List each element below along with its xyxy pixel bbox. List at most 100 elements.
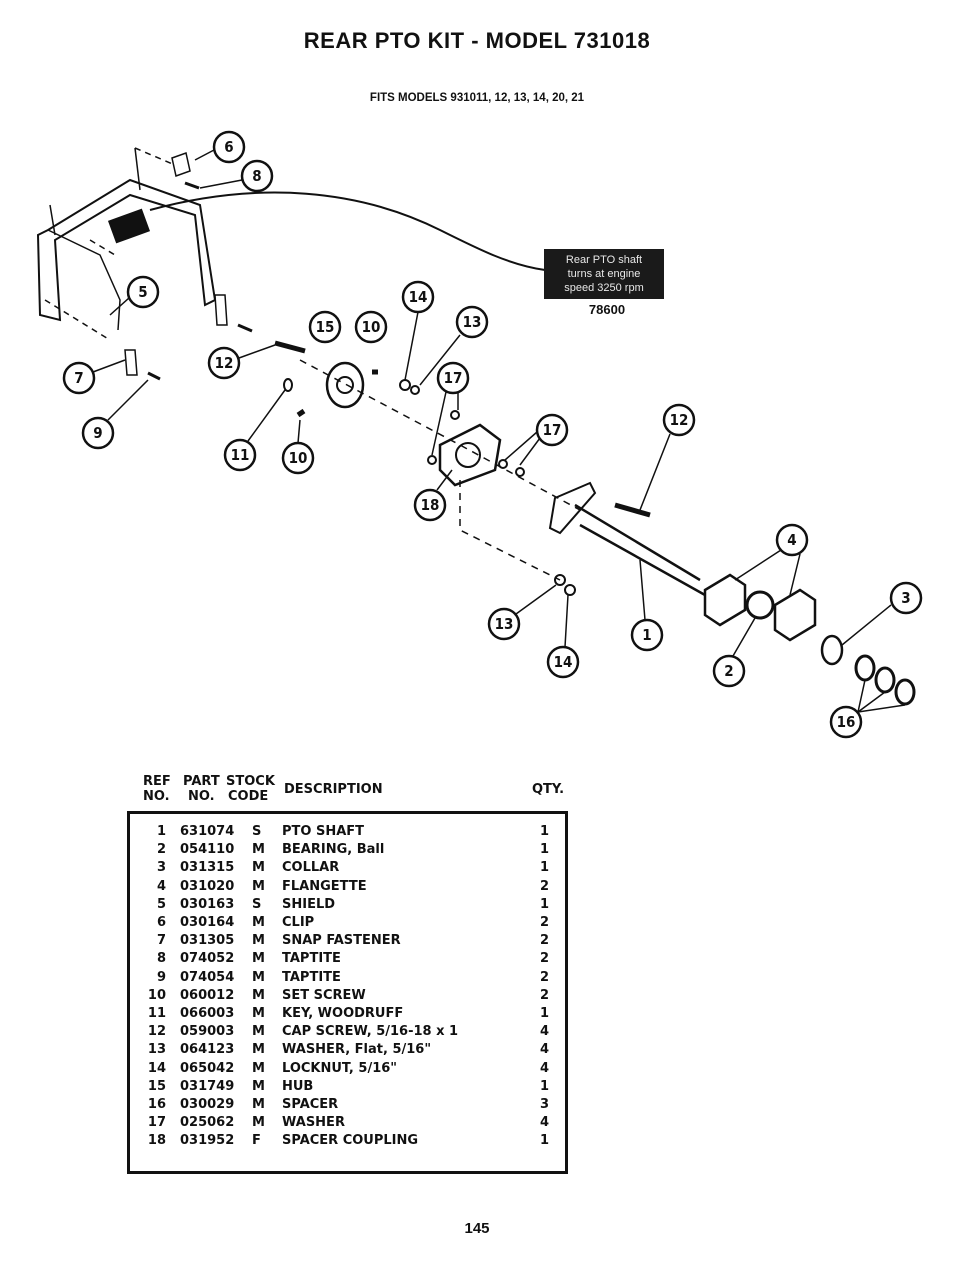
qty-cell: 2 [540,915,550,930]
code-cell: M [252,987,265,1003]
callout-18: 18 [421,496,440,514]
ref-cell: 3 [156,860,166,876]
description-cell: SPACER [282,1097,339,1112]
description-cell: HUB [282,1078,314,1094]
qty-cell: 4 [540,1060,550,1076]
ref-cell: 17 [147,1115,166,1131]
page-title: REAR PTO KIT - MODEL 731018 [303,28,651,53]
part-cell: 060012 [180,987,235,1003]
spacer-coupling-part [438,423,502,487]
hub-part [325,361,365,409]
description-cell: TAPTITE [282,969,341,985]
page-number: 145 [464,1220,490,1237]
qty-cell: 1 [540,896,550,912]
description-cell: SET SCREW [282,987,366,1003]
qty-cell: 2 [540,878,550,894]
code-cell: M [252,915,265,930]
callout-1: 1 [642,626,651,644]
callout-10b: 10 [362,318,381,336]
ref-cell: 2 [156,842,166,858]
exploded-parts-diagram: 6 8 5 7 9 12 11 10 15 10 14 13 17 17 18 … [36,130,923,739]
table-row: 10 060012 M SET SCREW 2 [130,988,565,1006]
qty-cell: 4 [540,1042,550,1058]
part-cell: 065042 [180,1060,235,1076]
code-cell: M [252,951,265,967]
description-cell: BEARING, Ball [282,842,385,858]
part-cell: 631074 [180,824,235,839]
flangette-part [703,573,747,627]
part-cell: 031952 [180,1133,235,1149]
decal-label: Rear PTO shaft turns at engine speed 325… [544,249,664,317]
header-description: DESCRIPTION [284,782,383,797]
callout-17b: 17 [543,421,562,439]
callout-17: 17 [444,369,463,387]
qty-cell: 2 [540,987,550,1003]
part-cell: 066003 [180,1006,235,1021]
callout-7: 7 [74,369,83,387]
decal-line-2: turns at engine [568,268,641,280]
code-cell: M [252,1115,265,1131]
code-cell: M [252,1042,265,1058]
callout-16: 16 [837,713,856,731]
callout-12b: 12 [670,411,689,429]
ref-cell: 10 [147,987,166,1003]
code-cell: M [252,1097,265,1112]
callout-group [62,130,923,739]
description-cell: SHIELD [282,896,336,912]
code-cell: M [252,842,265,858]
qty-cell: 1 [540,860,550,876]
part-cell: 059003 [180,1024,235,1040]
qty-cell: 2 [540,951,550,967]
part-cell: 030164 [180,915,235,930]
part-cell: 031315 [180,860,235,876]
ref-cell: 8 [156,951,166,967]
ref-cell: 4 [156,878,166,894]
callout-15: 15 [316,318,335,336]
ref-cell: 6 [156,915,166,930]
part-cell: 025062 [180,1115,235,1131]
callout-6: 6 [224,138,233,156]
part-cell: 074052 [180,951,235,967]
ref-cell: 11 [147,1006,166,1021]
ref-cell: 1 [156,824,166,839]
callout-4: 4 [787,531,796,549]
ref-cell: 16 [147,1097,166,1112]
description-cell: CAP SCREW, 5/16-18 x 1 [282,1024,459,1040]
qty-cell: 1 [540,1133,550,1149]
ref-cell: 9 [156,969,166,985]
callout-9: 9 [93,424,102,442]
description-cell: COLLAR [282,860,340,876]
callout-13: 13 [463,313,482,331]
part-cell: 074054 [180,969,235,985]
qty-cell: 4 [540,1024,550,1040]
ref-cell: 18 [147,1133,166,1149]
ref-cell: 13 [147,1042,166,1058]
callout-8: 8 [252,167,261,185]
code-cell: S [252,824,262,839]
description-cell: WASHER [282,1115,345,1131]
code-cell: M [252,1006,265,1021]
code-cell: M [252,933,265,949]
code-cell: M [252,1078,265,1094]
description-cell: CLIP [282,915,315,930]
part-cell: 031305 [180,933,235,949]
flangette-part-2 [773,588,817,642]
decal-part-number: 78600 [589,302,625,317]
description-cell: PTO SHAFT [282,824,365,839]
callout-14: 14 [409,288,428,306]
decal-patch [107,208,151,244]
